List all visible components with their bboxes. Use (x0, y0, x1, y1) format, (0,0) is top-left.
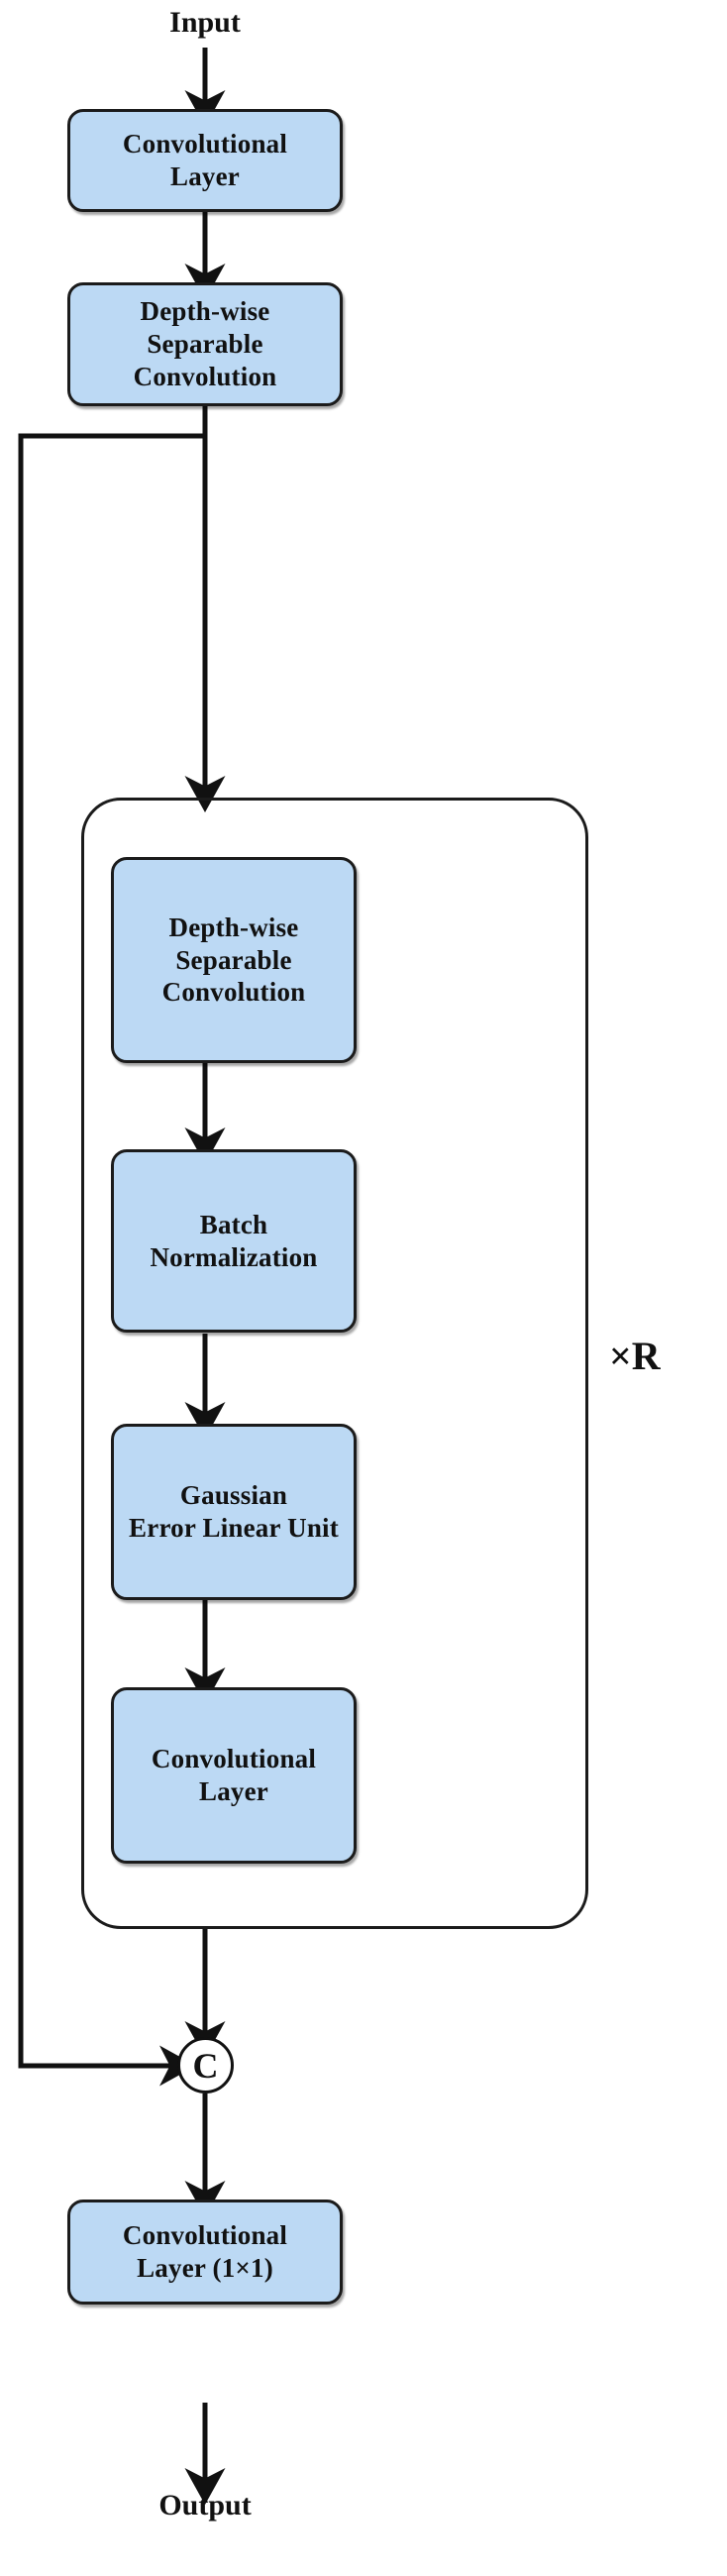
skip-connection-path (18, 433, 205, 2087)
node-line-2: Layer (1×1) (137, 2253, 273, 2283)
node-line-1: Depth-wise (168, 912, 299, 942)
node-line-1: Convolutional (122, 2220, 288, 2251)
node-convolutional-layer-1x1[interactable]: Convolutional Layer (1×1) (67, 2200, 343, 2305)
node-line-2: Layer (170, 161, 240, 191)
concat-node[interactable]: C (177, 2037, 234, 2093)
concat-symbol: C (192, 2045, 219, 2086)
node-batch-normalization[interactable]: Batch Normalization (111, 1149, 357, 1333)
node-line-1: Gaussian (179, 1480, 288, 1511)
node-depthwise-separable-convolution-1[interactable]: Depth-wise Separable Convolution (67, 282, 343, 406)
output-label: Output (158, 2489, 252, 2522)
node-line-2: Separable (175, 944, 292, 975)
node-line-2: Separable (147, 329, 263, 360)
node-line-2: Error Linear Unit (129, 1513, 339, 1543)
node-line-3: Convolution (133, 361, 277, 391)
input-label: Input (169, 6, 241, 39)
node-line-3: Convolution (161, 977, 306, 1008)
node-gaussian-error-linear-unit[interactable]: Gaussian Error Linear Unit (111, 1424, 357, 1600)
repeat-count-label: ×R (609, 1334, 661, 1378)
repeat-block-container (81, 798, 588, 1929)
node-line-1: Depth-wise (140, 296, 270, 327)
node-depthwise-separable-convolution-2[interactable]: Depth-wise Separable Convolution (111, 857, 357, 1063)
node-convolutional-layer-2[interactable]: Convolutional Layer (111, 1687, 357, 1864)
node-line-1: Convolutional (151, 1744, 317, 1774)
node-line-2: Layer (199, 1776, 268, 1806)
node-line-1: Batch (199, 1209, 268, 1239)
node-line-1: Convolutional (122, 129, 288, 160)
node-line-2: Normalization (150, 1241, 318, 1272)
node-convolutional-layer-1[interactable]: Convolutional Layer (67, 109, 343, 212)
